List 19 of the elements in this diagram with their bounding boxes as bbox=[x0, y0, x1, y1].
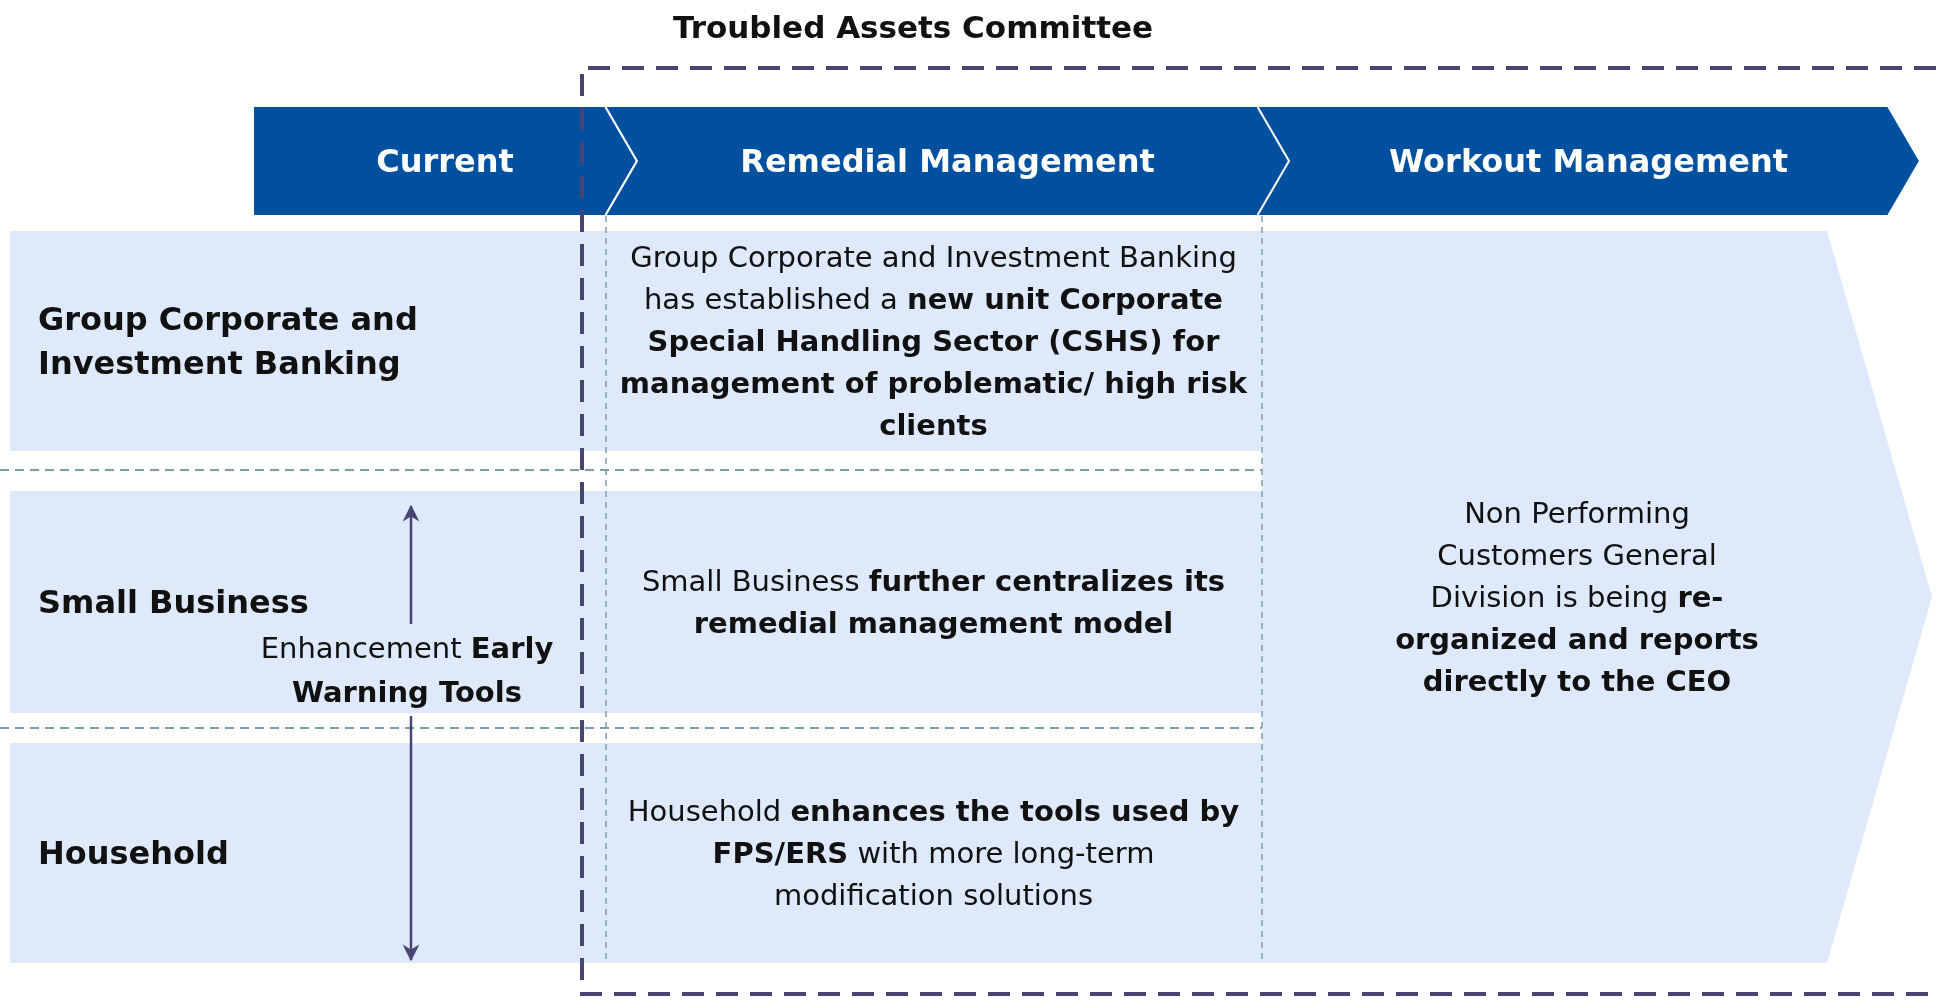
cell-text: Group Corporate and Investment Banking has established a new unit Corporate Special Handling Sector (CSHS) for management of problematic/ high risk clients bbox=[619, 239, 1248, 444]
row-title: Household bbox=[38, 833, 229, 874]
row-band bbox=[10, 743, 605, 963]
stage-title: Workout Management bbox=[1388, 142, 1789, 180]
arrow bbox=[402, 716, 420, 962]
table-cell bbox=[605, 743, 1262, 963]
row-band bbox=[10, 231, 605, 451]
arrow bbox=[402, 504, 420, 624]
note-text: Enhancement Early Warning Tools bbox=[259, 630, 555, 711]
frame-heading: Troubled Assets Committee bbox=[671, 8, 1155, 47]
stage-title: Current bbox=[376, 142, 514, 180]
panel-text: Non Performing Customers General Division is being re-organized and reports directly to the CEO bbox=[1394, 495, 1760, 700]
cell-text: Household enhances the tools used by FPS/ERS with more long-term modification solutions bbox=[626, 793, 1241, 914]
table-cell bbox=[605, 491, 1262, 713]
stage-title: Remedial Management bbox=[740, 142, 1155, 180]
row-title: Group Corporate and Investment Banking bbox=[38, 299, 419, 384]
cell-text: Small Business further centralizes its remedial management model bbox=[640, 563, 1227, 642]
row-title: Small Business bbox=[38, 582, 309, 623]
row-band bbox=[10, 491, 605, 713]
